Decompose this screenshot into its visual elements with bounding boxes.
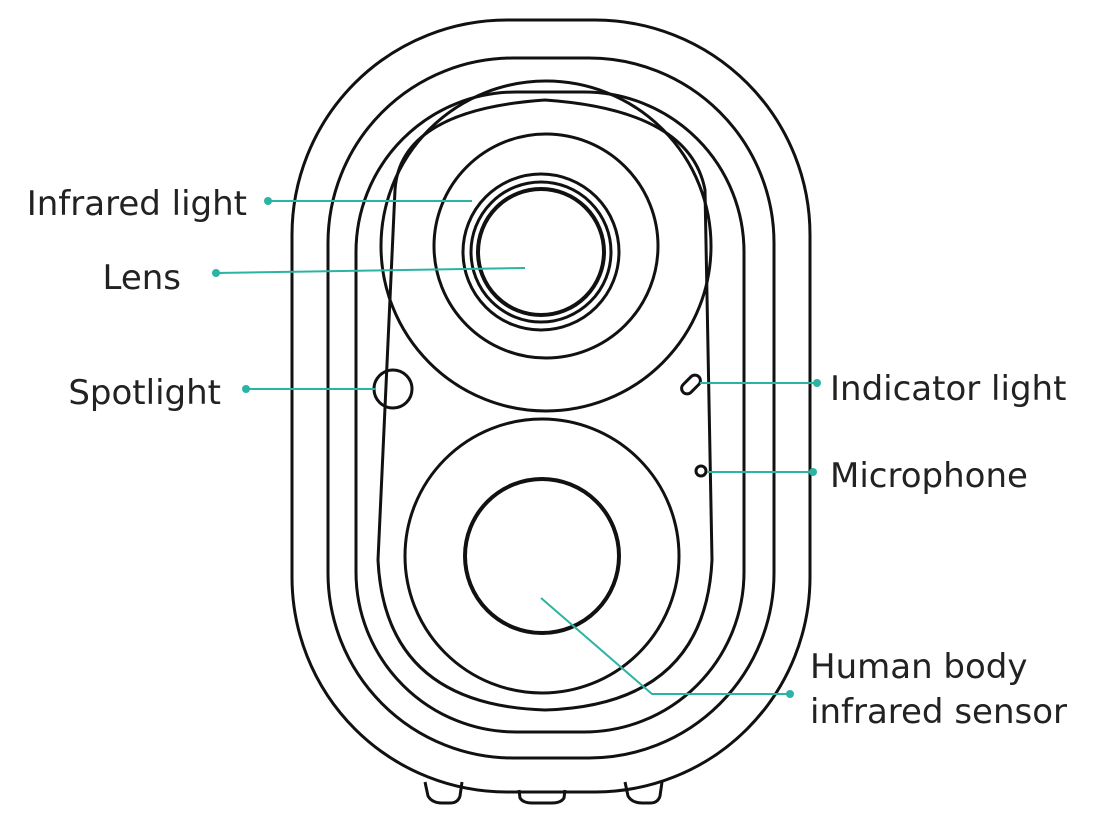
label-lens: Lens bbox=[102, 258, 181, 298]
sensor-window bbox=[463, 477, 621, 635]
foot-center bbox=[517, 789, 567, 805]
lens-glass bbox=[476, 187, 606, 317]
inner-shell-1 bbox=[326, 56, 776, 760]
sensor-housing-ring bbox=[403, 417, 681, 695]
label-infrared-light: Infrared light bbox=[27, 184, 247, 224]
lens-ring-middle bbox=[469, 180, 613, 324]
leader-lines bbox=[212, 197, 821, 698]
label-human-body-sensor-line2: infrared sensor bbox=[810, 692, 1067, 732]
leader-dot-human-body-sensor bbox=[786, 690, 794, 698]
leader-dot-indicator-light bbox=[813, 379, 821, 387]
spotlight-icon bbox=[372, 368, 414, 410]
label-indicator-light: Indicator light bbox=[830, 369, 1066, 409]
lens-housing-ring bbox=[379, 79, 713, 413]
leader-dot-microphone bbox=[809, 468, 817, 476]
lens-module bbox=[379, 79, 713, 413]
label-spotlight: Spotlight bbox=[68, 373, 221, 413]
leader-line-lens bbox=[215, 267, 526, 274]
leader-line-human-body-sensor bbox=[540, 597, 790, 695]
microphone-icon bbox=[694, 464, 708, 478]
outer-shell bbox=[290, 18, 812, 794]
label-human-body-sensor-line1: Human body bbox=[810, 647, 1028, 687]
leader-dot-infrared-light bbox=[264, 197, 272, 205]
inner-shell-2 bbox=[354, 90, 746, 734]
lens-ring-outer bbox=[461, 172, 621, 332]
foot-left bbox=[423, 781, 464, 805]
front-panel bbox=[376, 98, 714, 712]
infrared-light-ring bbox=[432, 132, 660, 360]
indicator-light-icon bbox=[680, 373, 702, 396]
camera-feet bbox=[423, 781, 664, 805]
camera-body bbox=[290, 18, 812, 794]
leader-dot-spotlight bbox=[242, 385, 250, 393]
label-microphone: Microphone bbox=[830, 456, 1028, 496]
foot-right bbox=[623, 781, 664, 805]
sensor-module bbox=[403, 417, 681, 695]
leader-dot-lens bbox=[212, 269, 220, 277]
